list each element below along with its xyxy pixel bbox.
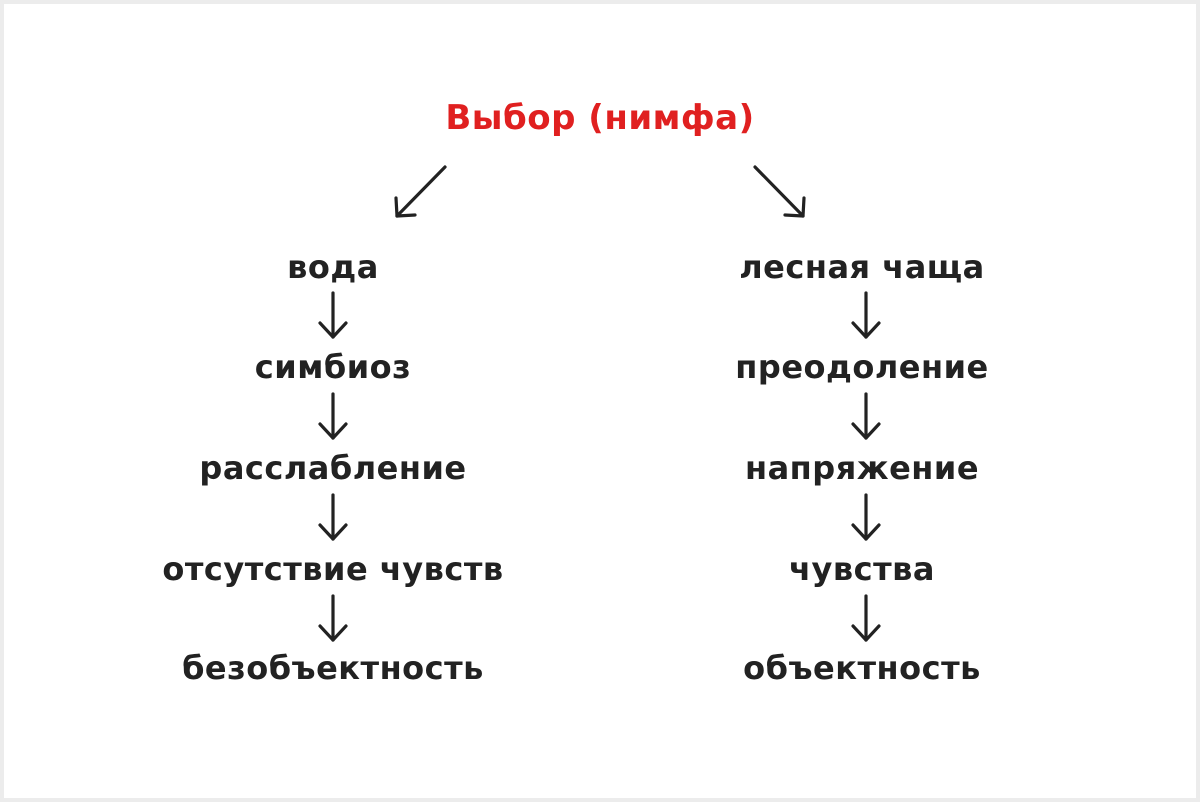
right-node-1: лесная чаща [739,248,985,286]
left-node-1: вода [287,248,379,286]
root-node: Выбор (нимфа) [445,98,755,138]
right-down-arrow-1 [851,291,881,339]
diagram-canvas [4,4,1196,798]
right-down-arrow-3 [851,493,881,541]
right-node-3: напряжение [744,449,980,487]
right-down-arrow-4 [851,594,881,642]
root-to-right-arrow [753,165,806,218]
right-node-4: чувства [789,550,935,588]
right-down-arrow-2 [851,392,881,440]
left-down-arrow-2 [318,392,348,440]
left-node-4: отсутствие чувств [162,550,504,588]
left-node-2: симбиоз [254,348,412,386]
left-node-5: безобъектность [182,649,484,687]
left-down-arrow-4 [318,594,348,642]
root-to-left-arrow [394,165,447,218]
right-node-2: преодоление [735,348,989,386]
left-node-3: расслабление [199,449,467,487]
right-node-5: объектность [743,649,981,687]
left-down-arrow-1 [318,291,348,339]
left-down-arrow-3 [318,493,348,541]
